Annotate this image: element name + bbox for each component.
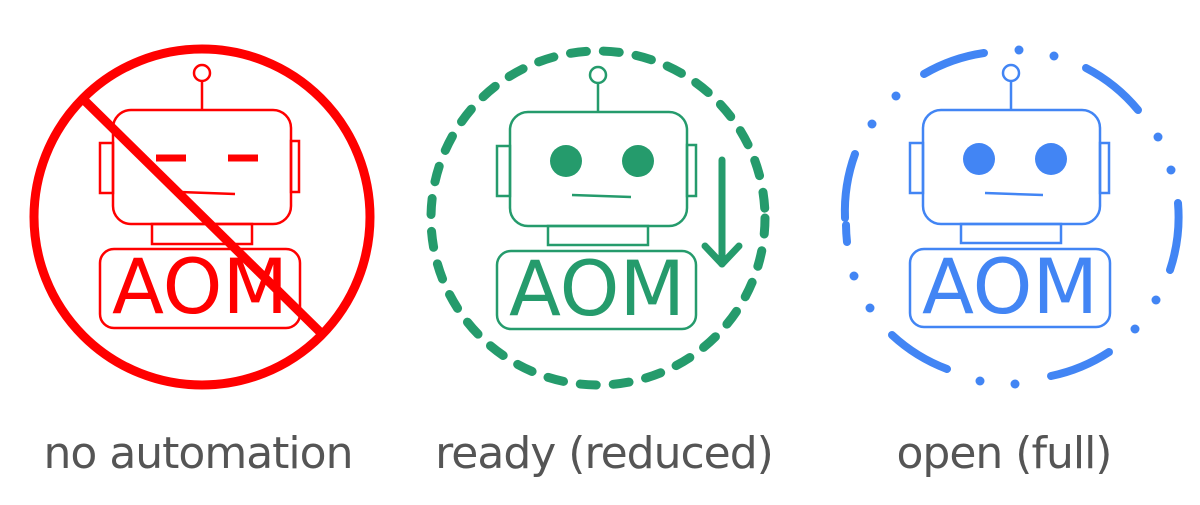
caption-ready-reduced: ready (reduced) bbox=[435, 428, 774, 479]
aom-badge-text: AOM bbox=[922, 242, 1098, 331]
aom-badge-text: AOM bbox=[112, 242, 288, 331]
down-arrow-icon bbox=[701, 156, 743, 268]
prohibited-ring-icon bbox=[29, 44, 375, 390]
aom-badge-text: AOM bbox=[509, 244, 685, 333]
ready-reduced-icon: AOM bbox=[426, 46, 770, 390]
dashed-ring-icon bbox=[426, 46, 770, 390]
caption-no-automation: no automation bbox=[43, 428, 354, 479]
robot-icon bbox=[495, 65, 698, 331]
ring-dots bbox=[849, 45, 1176, 389]
left-eye-icon bbox=[963, 143, 995, 175]
prohibited-slash-icon bbox=[80, 96, 324, 336]
dash-dot-ring-icon bbox=[840, 49, 1183, 380]
no-automation-icon: AOM bbox=[29, 44, 375, 390]
robot-icon bbox=[908, 63, 1112, 329]
robot-icon bbox=[98, 63, 302, 330]
caption-open-full: open (full) bbox=[896, 428, 1113, 479]
open-full-icon: AOM bbox=[840, 45, 1183, 389]
left-eye-icon bbox=[550, 145, 582, 177]
right-eye-icon bbox=[1035, 143, 1067, 175]
right-eye-icon bbox=[622, 145, 654, 177]
